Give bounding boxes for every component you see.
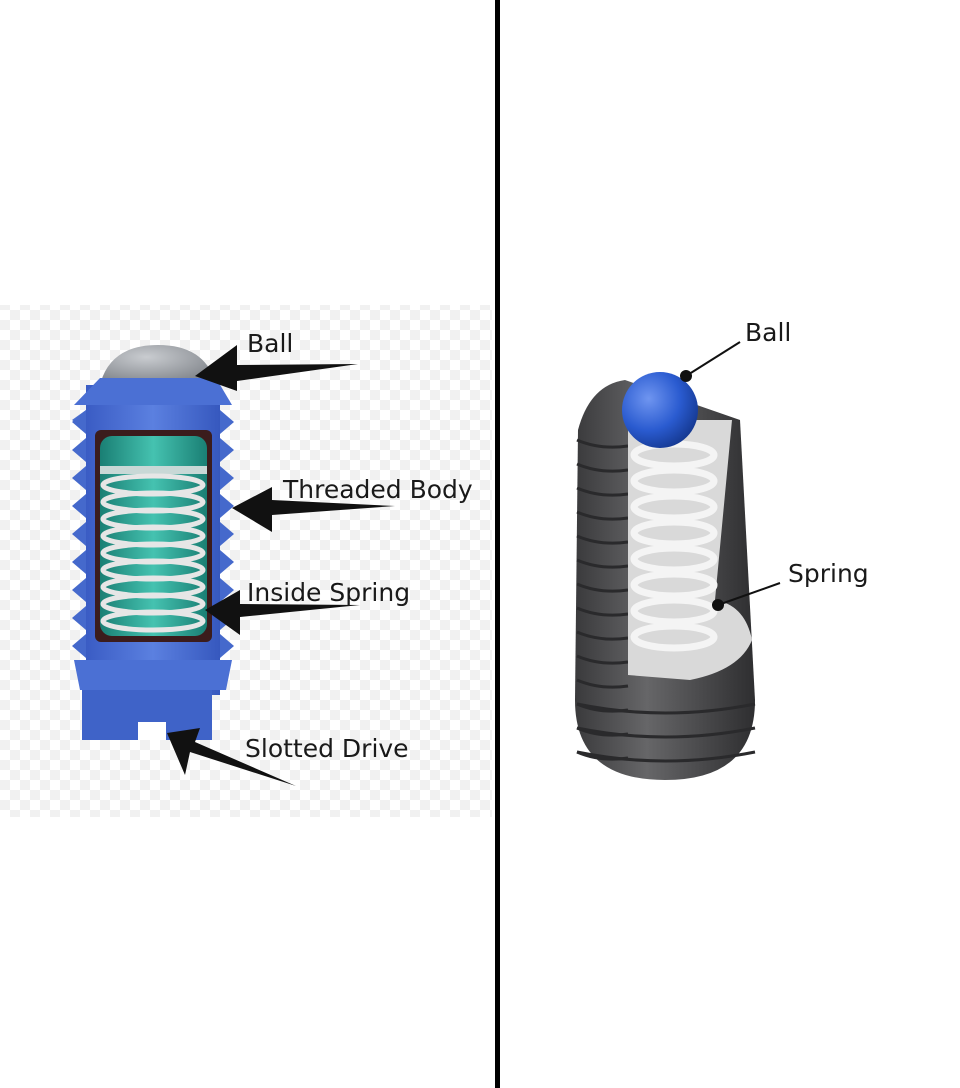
- thread-groove: [576, 678, 629, 689]
- thread-tooth: [72, 606, 86, 630]
- thread-tooth: [220, 550, 234, 574]
- arrow-inside-spring: [205, 590, 360, 635]
- label-ball-left: Ball: [247, 329, 293, 358]
- thread-tooth: [72, 578, 86, 602]
- thread-tooth: [72, 410, 86, 434]
- spring-coil: [630, 466, 718, 496]
- thread-groove: [576, 726, 756, 739]
- ball: [100, 345, 216, 385]
- arrow-threaded-body: [232, 487, 395, 532]
- thread-groove: [576, 558, 629, 569]
- thread-tooth: [72, 550, 86, 574]
- thread-tooth: [220, 466, 234, 490]
- thread-groove: [576, 438, 629, 449]
- thread-tooth: [72, 634, 86, 658]
- thread-tooth: [72, 494, 86, 518]
- spring-coil: [630, 544, 718, 574]
- arrow-slotted-drive: [167, 728, 296, 786]
- thread-tooth: [220, 578, 234, 602]
- thread-groove: [576, 582, 629, 593]
- spring-coil: [100, 609, 206, 633]
- thread-groove: [576, 630, 629, 641]
- label-ball-right: Ball: [745, 318, 791, 347]
- leader-lines: [680, 341, 781, 611]
- thread-groove: [576, 462, 629, 473]
- divider-line: [495, 0, 500, 1088]
- thread-tooth: [220, 634, 234, 658]
- spring-coil: [630, 492, 718, 522]
- inside-spring: [100, 473, 206, 633]
- arrow-ball: [195, 345, 358, 391]
- label-spring: Spring: [788, 559, 869, 588]
- thread-tooth: [72, 438, 86, 462]
- thread-tooth: [220, 438, 234, 462]
- label-slotted-drive: Slotted Drive: [245, 734, 409, 763]
- spring-coil: [630, 518, 718, 548]
- thread-tooth: [220, 494, 234, 518]
- spring-core: [100, 436, 207, 636]
- left-ball-plunger-illustration: Ball Threaded Body Inside Spring Slotted…: [0, 305, 492, 817]
- thread-groove: [576, 606, 629, 617]
- label-inside-spring: Inside Spring: [247, 578, 410, 607]
- thread-groove: [576, 702, 756, 715]
- right-ball-plunger-illustration: Ball Spring: [575, 318, 869, 780]
- thread-tooth: [72, 466, 86, 490]
- thread-tooth: [220, 410, 234, 434]
- ball-right: [622, 372, 698, 448]
- thread-tooth: [220, 522, 234, 546]
- thread-tooth: [72, 522, 86, 546]
- thread-groove: [576, 750, 756, 763]
- thread-groove: [576, 534, 629, 545]
- spring-coil: [630, 570, 718, 600]
- label-threaded-body: Threaded Body: [282, 475, 473, 504]
- spring-coil: [630, 596, 718, 626]
- thread-groove: [576, 654, 629, 665]
- thread-groove: [576, 510, 629, 521]
- left-arrows: [167, 345, 395, 786]
- thread-groove: [576, 486, 629, 497]
- spring-coil: [630, 622, 718, 652]
